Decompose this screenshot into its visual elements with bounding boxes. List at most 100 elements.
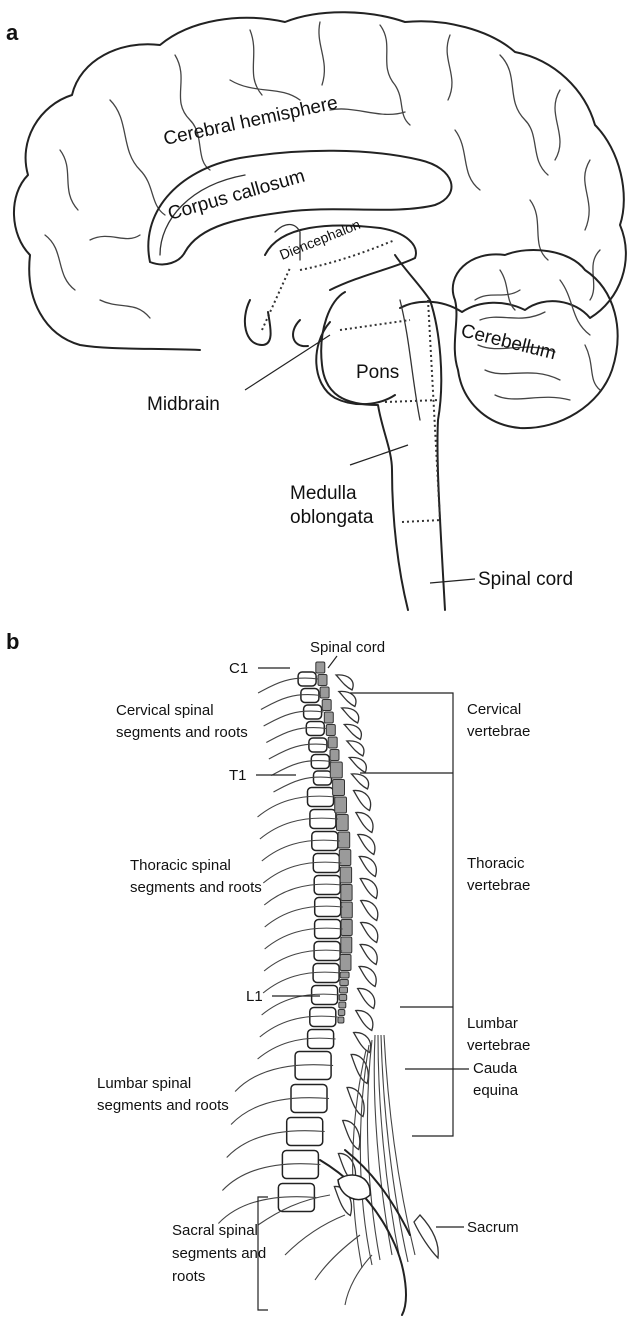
label-sacral-segments-line2: segments and <box>172 1245 266 1262</box>
label-cervical-segments-line1: Cervical spinal <box>116 702 214 719</box>
spinous-process <box>358 834 375 854</box>
label-sacral-segments-line3: roots <box>172 1268 205 1285</box>
spinal-cord-segment <box>324 712 333 723</box>
label-cerebellum: Cerebellum <box>459 320 558 364</box>
spinous-process <box>356 812 373 832</box>
spinal-cord-segment <box>338 1017 344 1023</box>
pituitary-shape <box>245 300 271 345</box>
label-cervical-vertebrae-line1: Cervical <box>467 701 521 718</box>
spinal-cord-segment <box>330 762 342 778</box>
boundary-pons-medulla <box>385 400 440 402</box>
sacral-root-4 <box>345 1255 372 1305</box>
label-cervical-segments-line2: segments and roots <box>116 724 248 741</box>
spinous-process <box>339 691 356 706</box>
spinal-cord-segment <box>340 867 351 883</box>
spinous-process <box>359 966 376 986</box>
label-corpus-callosum: Corpus callosum <box>166 166 308 225</box>
spinal-cord-segment <box>339 1002 346 1008</box>
sacrum-shape <box>320 1150 410 1315</box>
spinal-cord-leader-a <box>430 579 475 583</box>
label-lumbar-vertebrae-line1: Lumbar <box>467 1015 518 1032</box>
spinal-cord-segment <box>338 832 350 848</box>
spinal-cord-segment <box>326 725 335 736</box>
spinous-process <box>356 1010 373 1030</box>
boundary-midbrain-pons <box>340 320 410 330</box>
spinous-process <box>336 675 353 690</box>
spinous-process <box>361 922 378 942</box>
spinal-cord-segment <box>341 920 352 936</box>
spinal-cord-segment <box>320 687 329 698</box>
spinous-process <box>354 790 371 810</box>
medulla-leader <box>350 445 408 465</box>
label-midbrain: Midbrain <box>147 394 220 415</box>
spinous-process <box>349 757 366 772</box>
boundary-diencephalon-front <box>262 268 290 330</box>
spinal-cord-segment <box>339 995 347 1001</box>
panel-a-letter: a <box>6 20 19 45</box>
label-l1: L1 <box>246 988 263 1005</box>
label-pons: Pons <box>356 362 399 383</box>
spinous-process <box>344 724 361 739</box>
mammillary-shape <box>293 320 308 346</box>
spinal-cord-segment <box>330 750 339 761</box>
sacral-root-2 <box>285 1215 345 1255</box>
label-lumbar-segments-line2: segments and roots <box>97 1097 229 1114</box>
sacrum-process <box>414 1215 438 1258</box>
spinal-cord-segment <box>333 780 345 796</box>
label-sacrum: Sacrum <box>467 1219 519 1236</box>
spinous-process <box>358 988 375 1008</box>
label-t1: T1 <box>229 767 247 784</box>
spinous-process <box>351 774 368 789</box>
spinal-cord-segment <box>340 972 349 978</box>
label-cervical-vertebrae-line2: vertebrae <box>467 723 530 740</box>
label-medulla-line2: oblongata <box>290 507 374 528</box>
gyri-texture <box>45 22 600 318</box>
panel-b-letter: b <box>6 629 19 654</box>
label-spinal-cord-a: Spinal cord <box>478 569 573 590</box>
cauda-equina-strands <box>353 1035 415 1268</box>
spinal-cord-segment <box>316 662 325 673</box>
spinal-cord-segment <box>322 700 331 711</box>
fourth-ventricle-line <box>400 300 420 420</box>
label-spinal-cord-b: Spinal cord <box>310 639 385 656</box>
label-lumbar-vertebrae-line2: vertebrae <box>467 1037 530 1054</box>
label-cerebral-hemisphere: Cerebral hemisphere <box>162 92 340 149</box>
spinal-cord-segment <box>328 737 337 748</box>
spinal-cord-segment <box>335 797 347 813</box>
brainstem-outline <box>321 292 408 610</box>
label-cauda-equina-line1: Cauda <box>473 1060 518 1077</box>
spinal-cord-segment <box>341 902 352 918</box>
spinous-process <box>342 708 359 723</box>
label-diencephalon: Diencephalon <box>277 216 362 263</box>
cerebral-hemisphere-outline <box>14 12 626 350</box>
spinous-process <box>360 878 377 898</box>
spinal-cord-leader-b <box>328 656 337 668</box>
spinous-process <box>343 1120 360 1149</box>
spinal-cord-segment <box>340 955 351 971</box>
boundary-medulla-spinal-cord <box>402 520 442 522</box>
spinal-cord-segment <box>341 937 352 953</box>
label-thoracic-segments-line2: segments and roots <box>130 879 262 896</box>
spinal-cord-segment <box>318 675 327 686</box>
label-cauda-equina-line2: equina <box>473 1082 519 1099</box>
spinal-cord-segment <box>340 987 348 993</box>
spinal-cord-segment <box>340 980 349 986</box>
label-c1: C1 <box>229 660 248 677</box>
label-medulla-line1: Medulla <box>290 483 357 504</box>
spinal-cord-segment <box>337 815 349 831</box>
spinous-process <box>347 741 364 756</box>
spinal-cord-segment <box>338 1010 345 1016</box>
panel-a: a <box>6 12 626 610</box>
spinous-process <box>360 944 377 964</box>
label-thoracic-vertebrae-line2: vertebrae <box>467 877 530 894</box>
panel-b: b <box>6 629 530 1315</box>
sacral-root-3 <box>315 1235 360 1280</box>
label-lumbar-segments-line1: Lumbar spinal <box>97 1075 191 1092</box>
label-sacral-segments-line1: Sacral spinal <box>172 1222 258 1239</box>
spinal-cord-segment <box>341 885 352 901</box>
label-thoracic-vertebrae-line1: Thoracic <box>467 855 525 872</box>
spinous-process <box>361 900 378 920</box>
spinous-process <box>359 856 376 876</box>
label-thoracic-segments-line1: Thoracic spinal <box>130 857 231 874</box>
